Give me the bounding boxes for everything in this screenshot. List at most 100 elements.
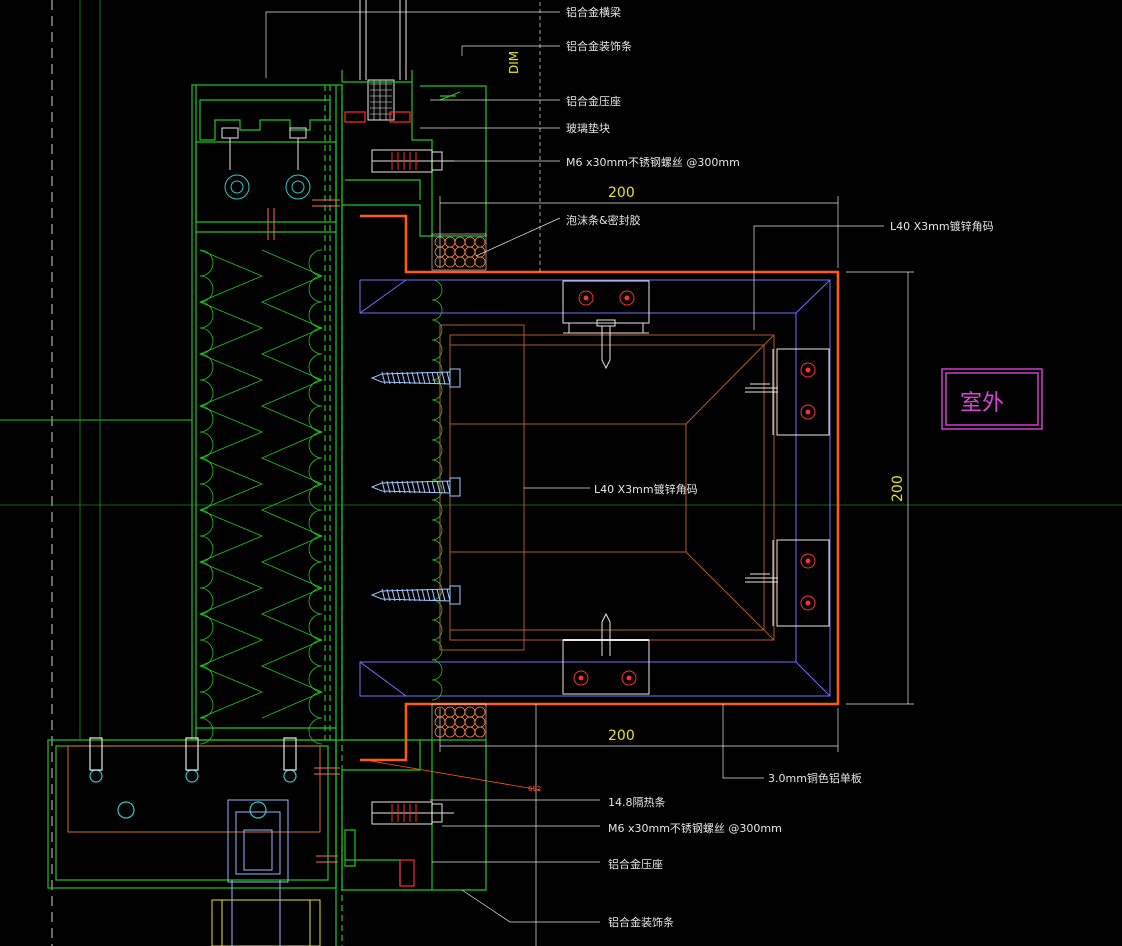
- label-pressure-bottom: 铝合金压座: [608, 857, 663, 871]
- screw-head: [449, 585, 461, 605]
- foam-cell: [444, 256, 456, 268]
- label-foam: 泡沫条&密封胶: [566, 213, 641, 227]
- screw-thread: [431, 480, 436, 494]
- foam-cell: [474, 706, 486, 718]
- screw-thread: [386, 480, 391, 494]
- foam-cell: [474, 236, 486, 248]
- foam-cell: [464, 256, 476, 268]
- foam-cell: [454, 716, 466, 728]
- label-angle-center: L40 X3mm镀锌角码: [594, 482, 698, 496]
- foam-cell: [464, 246, 476, 258]
- screw-thread: [421, 588, 426, 602]
- label-panel: 3.0mm铜色铝单板: [768, 771, 862, 785]
- dim-top-width: 200: [608, 185, 635, 201]
- screw-thread: [386, 371, 391, 385]
- label-angle-right: L40 X3mm镀锌角码: [890, 219, 994, 233]
- galvanized-angle-frame: [439, 324, 775, 651]
- foam-cell: [454, 706, 466, 718]
- foam-cell: [444, 706, 456, 718]
- screw-thread: [406, 371, 411, 385]
- label-trim-bottom: 铝合金装饰条: [608, 915, 674, 929]
- screw-thread: [431, 588, 436, 602]
- screw-thread: [391, 371, 396, 385]
- foam-cell: [444, 236, 456, 248]
- label-glass-block: 玻璃垫块: [566, 121, 610, 135]
- screw-thread: [441, 588, 446, 602]
- panel-inner-frame: [359, 279, 831, 697]
- screw-thread: [416, 480, 421, 494]
- screw-thread: [416, 588, 421, 602]
- screw-head: [449, 477, 461, 497]
- bottom-clamp: [211, 799, 321, 946]
- foam-seal-top: [431, 233, 487, 271]
- label-beam: 铝合金横梁: [566, 5, 621, 19]
- screw-thread: [441, 371, 446, 385]
- insulation-fill: [198, 249, 443, 745]
- label-bolt-top: M6 x30mm不锈钢螺丝 @300mm: [566, 156, 740, 169]
- self-tapping-screws: [596, 319, 778, 656]
- screw-thread: [416, 371, 421, 385]
- screw-thread: [391, 480, 396, 494]
- dim-tag: DIM: [507, 51, 521, 74]
- m6-bolt-top: [371, 149, 454, 173]
- screw-thread: [396, 588, 401, 602]
- foam-cell: [464, 726, 476, 738]
- screw-thread: [441, 480, 446, 494]
- screw-thread: [406, 480, 411, 494]
- dim-bottom-width: 200: [608, 728, 635, 744]
- mullion-bolts: [221, 127, 311, 200]
- screw-thread: [381, 480, 386, 494]
- foam-cell: [464, 236, 476, 248]
- dimension-lines: [439, 0, 914, 946]
- label-pressure-top: 铝合金压座: [566, 94, 621, 108]
- label-bolt-bottom: M6 x30mm不锈钢螺丝 @300mm: [608, 822, 782, 835]
- screw-thread: [386, 588, 391, 602]
- screw-thread: [426, 371, 431, 385]
- foam-cell: [444, 726, 456, 738]
- glass-unit-top: [359, 0, 407, 121]
- foam-cell: [454, 246, 466, 258]
- foam-cell: [454, 726, 466, 738]
- screw-thread: [436, 588, 441, 602]
- screw-thread: [396, 371, 401, 385]
- red-leader: [364, 759, 541, 791]
- screw-thread: [401, 588, 406, 602]
- foam-cell: [464, 716, 476, 728]
- screw-thread: [426, 588, 431, 602]
- foam-cell: [474, 256, 486, 268]
- screw-thread: [396, 480, 401, 494]
- label-thermal: 14.8隔热条: [608, 795, 666, 809]
- dim-height: 200: [890, 475, 906, 502]
- foam-cell: [444, 246, 456, 258]
- screw-thread: [381, 371, 386, 385]
- foam-cell: [444, 716, 456, 728]
- wall-screws: [370, 368, 461, 605]
- screw-thread: [411, 480, 416, 494]
- connection-plates: [562, 280, 830, 695]
- screw-thread: [431, 371, 436, 385]
- screw-thread: [381, 588, 386, 602]
- screw-thread: [411, 588, 416, 602]
- bottom-beam: [47, 737, 337, 889]
- profile-bottom: [341, 739, 487, 891]
- screw-head: [449, 368, 461, 388]
- screw-thread: [401, 371, 406, 385]
- m6-bolt-bottom: [371, 801, 454, 825]
- foam-cell: [454, 256, 466, 268]
- foam-cell: [464, 706, 476, 718]
- leader-value: 692: [528, 785, 541, 793]
- plate-bolt-holes: [573, 290, 816, 686]
- beam-screws: [267, 199, 340, 863]
- screw-thread: [401, 480, 406, 494]
- foam-cell: [474, 726, 486, 738]
- foam-cell: [454, 236, 466, 248]
- screw-thread: [421, 371, 426, 385]
- room-label: 室外: [960, 391, 1004, 416]
- profile-top: [341, 70, 487, 237]
- screw-thread: [436, 480, 441, 494]
- screw-thread: [436, 371, 441, 385]
- screw-thread: [411, 371, 416, 385]
- leader-lines: [265, 11, 884, 923]
